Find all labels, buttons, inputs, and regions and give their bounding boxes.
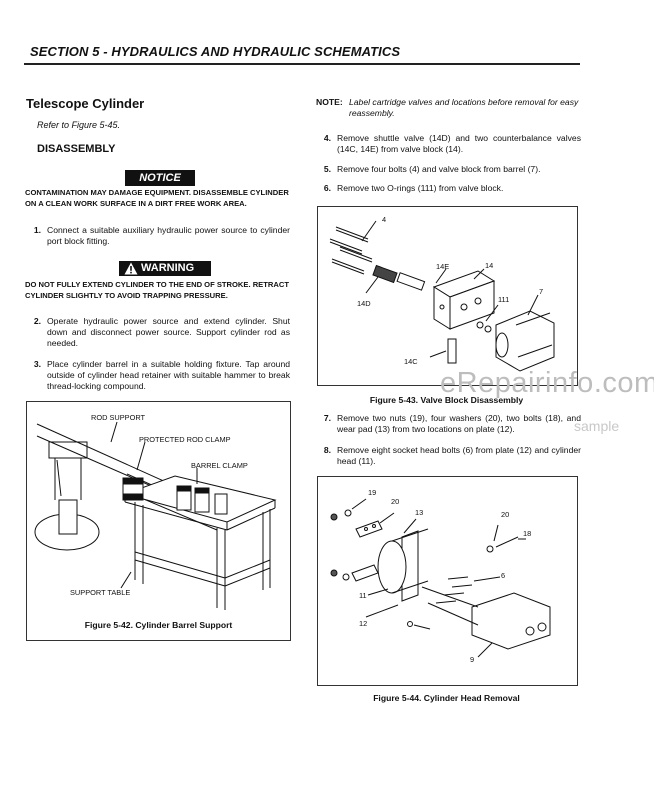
label-13: 13 <box>415 508 424 517</box>
watermark-sample: sample <box>574 418 620 434</box>
step-number: 4. <box>323 133 331 143</box>
step-text: Place cylinder barrel in a suitable hold… <box>47 359 290 391</box>
label-20-top: 20 <box>391 497 400 506</box>
warning-badge: WARNING <box>119 261 211 276</box>
barrel-support-illustration <box>34 421 277 610</box>
notice-badge: NOTICE <box>125 170 195 186</box>
figure-5-44: 19 20 13 20 18 6 11 12 9 <box>317 476 578 686</box>
label-4: 4 <box>382 215 387 224</box>
step-text: Connect a suitable auxiliary hydraulic p… <box>47 225 290 246</box>
step-text: Remove four bolts (4) and valve block fr… <box>337 164 541 174</box>
section-title: SECTION 5 - HYDRAULICS AND HYDRAULIC SCH… <box>30 44 401 59</box>
step-text: Remove eight socket head bolts (6) from … <box>337 445 581 466</box>
note-text: Label cartridge valves and locations bef… <box>349 97 579 118</box>
step-number: 7. <box>323 413 331 423</box>
valve-block-illustration <box>329 220 555 372</box>
step-2: 2. Operate hydraulic power source and ex… <box>27 316 290 352</box>
label-14c: 14C <box>404 357 418 366</box>
label-7: 7 <box>539 287 544 296</box>
step-5: 5. Remove four bolts (4) and valve block… <box>317 164 581 176</box>
figure-caption: Figure 5-42. Cylinder Barrel Support <box>84 620 233 630</box>
label-6: 6 <box>501 571 506 580</box>
label-14d: 14D <box>357 299 371 308</box>
step-text: Operate hydraulic power source and exten… <box>47 316 290 348</box>
note-label: NOTE: <box>316 97 343 107</box>
figure-44-caption: Figure 5-44. Cylinder Head Removal <box>373 693 520 703</box>
step-6: 6. Remove two O-rings (111) from valve b… <box>317 183 581 195</box>
watermark-text: eRepairinfo.com <box>440 367 654 399</box>
figure-43-caption: Figure 5-43. Valve Block Disassembly <box>369 395 524 405</box>
step-number: 6. <box>323 183 331 193</box>
step-text: Remove two nuts (19), four washers (20),… <box>337 413 581 434</box>
figure-5-42: ROD SUPPORT PROTECTED ROD CLAMP BARREL C… <box>26 401 291 641</box>
step-text: Remove two O-rings (111) from valve bloc… <box>337 183 504 193</box>
step-number: 5. <box>323 164 331 174</box>
notice-text: CONTAMINATION MAY DAMAGE EQUIPMENT. DISA… <box>25 188 289 208</box>
label-14e: 14E <box>436 262 450 271</box>
step-number: 8. <box>323 445 331 455</box>
cylinder-head-illustration <box>330 498 551 658</box>
label-20-right: 20 <box>501 510 510 519</box>
figure-reference: Refer to Figure 5-45. <box>37 120 121 130</box>
label-12: 12 <box>359 619 368 628</box>
label-111: 111 <box>498 295 510 304</box>
step-1: 1. Connect a suitable auxiliary hydrauli… <box>27 225 290 249</box>
label-support-table: SUPPORT TABLE <box>70 588 131 597</box>
step-8: 8. Remove eight socket head bolts (6) fr… <box>317 445 581 469</box>
label-rod-support: ROD SUPPORT <box>91 413 146 422</box>
label-barrel-clamp: BARREL CLAMP <box>191 461 248 470</box>
step-7: 7. Remove two nuts (19), four washers (2… <box>317 413 581 437</box>
step-number: 2. <box>33 316 41 326</box>
subheading: DISASSEMBLY <box>37 143 116 155</box>
section-heading: Telescope Cylinder <box>26 96 145 111</box>
warning-triangle-icon <box>124 262 138 275</box>
label-19: 19 <box>368 488 377 497</box>
step-text: Remove shuttle valve (14D) and two count… <box>337 133 581 154</box>
label-11: 11 <box>359 591 367 600</box>
label-18: 18 <box>523 529 532 538</box>
header-rule <box>24 63 580 65</box>
label-9: 9 <box>470 655 475 664</box>
step-number: 3. <box>33 359 41 369</box>
label-protected-rod-clamp: PROTECTED ROD CLAMP <box>139 435 231 444</box>
warning-label: WARNING <box>141 262 195 274</box>
warning-text: DO NOT FULLY EXTEND CYLINDER TO THE END … <box>25 280 289 300</box>
step-4: 4. Remove shuttle valve (14D) and two co… <box>317 133 581 157</box>
label-14: 14 <box>485 261 494 270</box>
step-number: 1. <box>33 225 41 235</box>
step-3: 3. Place cylinder barrel in a suitable h… <box>27 359 290 395</box>
figure-5-43: 4 14E 14 14D 111 7 14C <box>317 206 578 386</box>
